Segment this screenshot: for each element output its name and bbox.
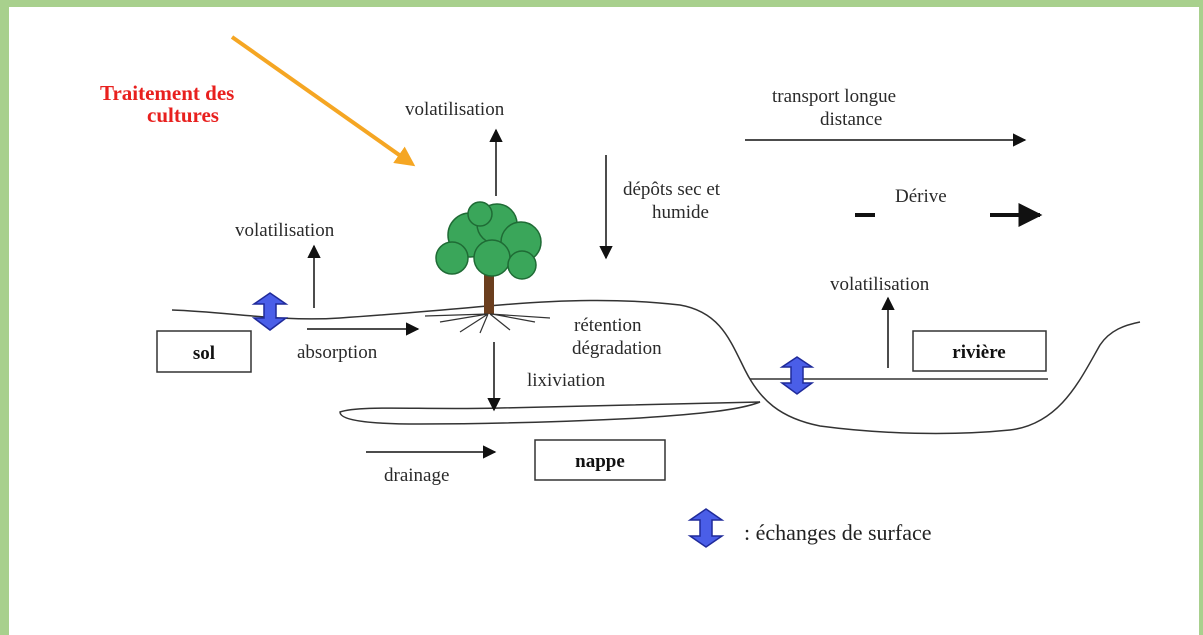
title-line-1: Traitement des [100, 81, 234, 105]
frame-border-left [0, 0, 9, 635]
treatment-arrow [230, 35, 416, 167]
aquifer-lens [339, 401, 761, 425]
frame-border-right [1199, 0, 1203, 635]
title-line-2: cultures [147, 103, 219, 127]
derive-label: Dérive [895, 186, 947, 207]
degradation-label: dégradation [572, 338, 662, 359]
ground-surface-line [171, 299, 1141, 435]
depots-label-line-2: humide [652, 202, 709, 223]
absorption-label: absorption [297, 342, 378, 363]
retention-label: rétention [574, 315, 642, 336]
riviere-box-label: rivière [952, 342, 1005, 363]
lixiviation-label: lixiviation [527, 370, 606, 391]
transport-label-line-2: distance [820, 109, 882, 130]
exchange-arrow-sol-icon [251, 292, 289, 331]
tree-icon [424, 201, 551, 334]
depots-label-line-1: dépôts sec et [623, 179, 721, 200]
nappe-box-label: nappe [575, 451, 625, 472]
volatilisation-top-label: volatilisation [405, 99, 505, 120]
drainage-label: drainage [384, 465, 449, 486]
transport-label-line-1: transport longue [772, 86, 896, 107]
sol-box [156, 330, 252, 373]
frame-border-top [0, 0, 1203, 7]
sol-box-label: sol [193, 343, 215, 364]
legend-double-arrow-icon [687, 508, 725, 548]
exchange-arrow-riviere-icon [779, 356, 815, 395]
volatilisation-right-label: volatilisation [830, 274, 930, 295]
volatilisation-left-label: volatilisation [235, 220, 335, 241]
nappe-box [534, 439, 666, 481]
riviere-box [912, 330, 1047, 372]
legend-text: : échanges de surface [744, 520, 932, 545]
